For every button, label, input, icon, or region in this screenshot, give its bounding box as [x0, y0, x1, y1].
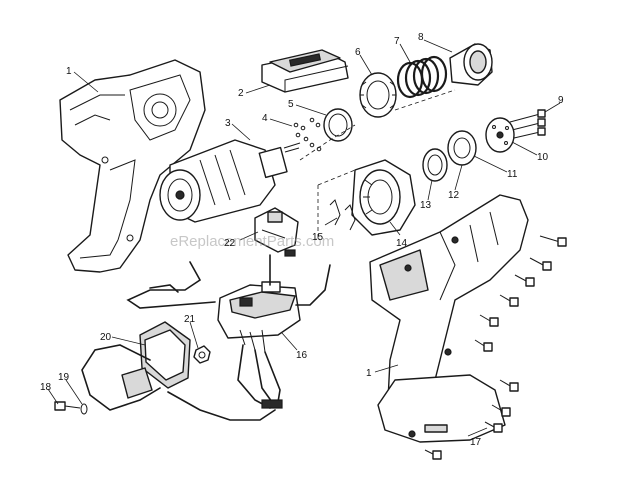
- callout-19: 19: [58, 372, 70, 383]
- screws-right: [424, 235, 567, 460]
- callout-5: 5: [288, 99, 294, 110]
- callout-10: 10: [537, 152, 549, 163]
- callout-22: 22: [224, 238, 236, 249]
- battery-terminal: [81, 321, 276, 421]
- callout-13: 13: [420, 200, 432, 211]
- terminal-block: [254, 207, 299, 257]
- callout-15: 15: [312, 232, 324, 243]
- callout-4: 4: [262, 113, 268, 124]
- assembly-guides: [299, 89, 456, 186]
- watermark: eReplacementParts.com: [170, 233, 334, 250]
- callout-2: 2: [238, 88, 244, 99]
- callout-14: 14: [396, 238, 408, 249]
- housing-right-half: [369, 194, 529, 443]
- gear-carrier: [447, 130, 477, 166]
- screw-washer-lower: [54, 401, 88, 415]
- screws-upper: [509, 109, 546, 139]
- callout-8: 8: [418, 32, 424, 43]
- callout-labels: 1 1 2 3 4 5 6 7 8 9 10 11 12 13 14 15 16…: [40, 32, 564, 448]
- callout-6: 6: [355, 47, 361, 58]
- callout-1-right: 1: [366, 368, 372, 379]
- callout-12: 12: [448, 190, 460, 201]
- leader-lines: [47, 39, 561, 437]
- gear-case: [351, 159, 416, 236]
- contact-clips: [317, 185, 356, 240]
- callout-16: 16: [296, 350, 308, 361]
- ring-washer: [323, 108, 353, 142]
- callout-17: 17: [470, 437, 482, 448]
- callout-7: 7: [394, 36, 400, 47]
- trigger-switch: [217, 281, 301, 353]
- callout-18: 18: [40, 382, 52, 393]
- battery-latch: [261, 49, 349, 93]
- motor-assembly: [159, 139, 301, 223]
- callout-20: 20: [100, 332, 112, 343]
- callout-3: 3: [225, 118, 231, 129]
- callout-1-left: 1: [66, 66, 72, 77]
- callout-11: 11: [507, 169, 518, 180]
- callout-9: 9: [558, 95, 564, 106]
- housing-left-half: [59, 59, 206, 273]
- callout-21: 21: [184, 314, 196, 325]
- hex-nut: [193, 345, 211, 364]
- clutch-spring: [396, 55, 448, 99]
- retaining-ring: [422, 148, 448, 182]
- clutch-sleeve: [449, 43, 493, 86]
- gear-plate: [485, 117, 515, 153]
- ring-gear: [359, 72, 397, 118]
- ball-bearings: [293, 117, 322, 152]
- wiring-harness: [126, 254, 331, 409]
